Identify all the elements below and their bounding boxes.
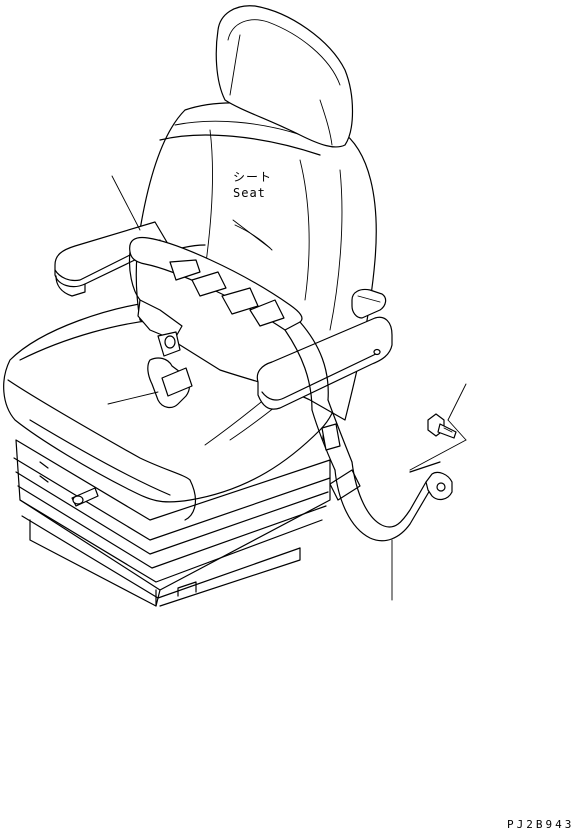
right-armrest (256, 288, 393, 410)
seat-belt-buckle (137, 299, 193, 409)
seat-label-english: Seat (233, 186, 266, 200)
seat-label-japanese: シート (233, 170, 273, 184)
mounting-bracket (409, 461, 453, 501)
seat-suspension-base (13, 439, 331, 607)
leader-lines (107, 175, 467, 601)
headrest (215, 5, 354, 148)
seat-belt-lower-right (311, 399, 431, 542)
bolt (427, 413, 457, 439)
seat-back (135, 102, 377, 421)
drawing-code: PJ2B943 (507, 818, 575, 831)
seat-belt-strap (128, 236, 329, 411)
